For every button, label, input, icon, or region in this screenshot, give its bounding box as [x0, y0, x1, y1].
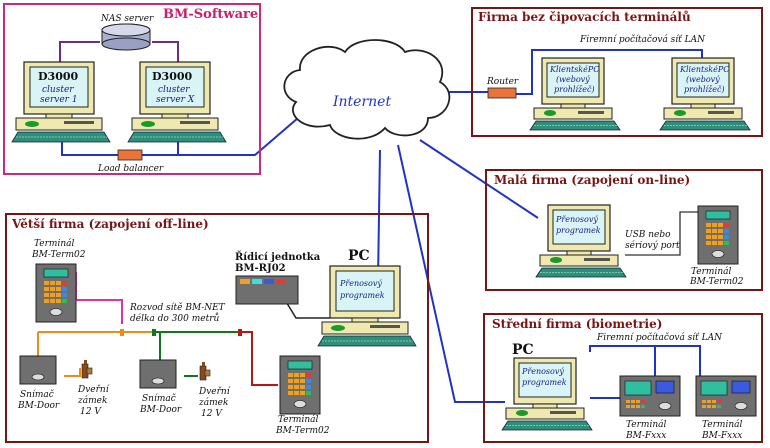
- zamek-1-icon: [81, 359, 93, 379]
- snimac1-line2: BM-Door: [17, 401, 60, 411]
- client1-line3: prohlížeč): [554, 85, 595, 94]
- mala-pc-line2: programek: [556, 226, 601, 235]
- stredni-pc-label: PC: [512, 342, 534, 358]
- rozvod-line2: délka do 300 metrů: [130, 312, 220, 324]
- nas-server-icon: [101, 23, 151, 51]
- stredni-terminal2-line1: Terminál: [702, 419, 743, 430]
- stredni-pc-line1: Přenosový: [521, 367, 564, 376]
- internet-label: Internet: [332, 94, 391, 110]
- usb-label-line1: USB nebo: [625, 230, 671, 240]
- snimac2-line2: BM-Door: [139, 405, 182, 415]
- router-label: Router: [486, 77, 519, 87]
- vetsi-terminal-top-line2: BM-Term02: [31, 250, 86, 260]
- vetsi-terminal-top-icon: [35, 263, 77, 323]
- ridici-jednotka-icon: [235, 275, 299, 305]
- client2-line1: KlientskéPC: [679, 65, 729, 74]
- zamek1-line3: 12 V: [80, 407, 102, 417]
- vetsi-terminal-bottom-line1: Terminál: [278, 414, 319, 425]
- vetsi-terminal-bottom-icon: [279, 355, 321, 415]
- mala-firma-title: Malá firma (zapojení on-line): [494, 173, 690, 187]
- firma-bez-lan-label: Firemní počítačová síť LAN: [579, 34, 706, 45]
- firma-bez-box: [471, 7, 763, 137]
- stredni-terminal1-line2: BM-Fxxx: [625, 431, 666, 441]
- usb-label-line2: sériový port: [625, 240, 680, 251]
- stredni-pc-line2: programek: [522, 378, 567, 387]
- internet-cloud-icon: [283, 39, 451, 140]
- server1-name: D3000: [38, 70, 79, 83]
- mala-terminal-line1: Terminál: [691, 266, 732, 277]
- load-balancer-label: Load balancer: [97, 164, 164, 174]
- serverx-line1: cluster: [158, 85, 190, 95]
- vetsi-firma-pc-icon: [317, 265, 417, 347]
- bm-software-box: [3, 3, 261, 175]
- snimac-2-icon: [139, 359, 177, 389]
- client1-line2: (webový: [556, 75, 590, 84]
- mala-firma-box: [485, 169, 763, 291]
- stredni-firma-title: Střední firma (biometrie): [492, 317, 662, 331]
- stredni-terminal-1-icon: [619, 375, 681, 417]
- stredni-terminal2-line2: BM-Fxxx: [701, 431, 742, 441]
- zamek2-line3: 12 V: [201, 409, 223, 419]
- snimac-1-icon: [19, 355, 57, 385]
- vetsi-firma-box: [5, 213, 429, 443]
- vetsi-terminal-top-line1: Terminál: [34, 238, 75, 249]
- zamek-2-icon: [199, 361, 211, 381]
- client2-line2: (webový: [686, 75, 720, 84]
- stredni-terminal1-line1: Terminál: [626, 419, 667, 430]
- rozvod-line1: Rozvod sítě BM-NET: [129, 302, 226, 313]
- zamek1-line1: Dveřní: [77, 384, 110, 395]
- firma-bez-title: Firma bez čipovacích terminálů: [478, 10, 691, 24]
- zamek2-line2: zámek: [198, 397, 228, 408]
- vetsi-firma-title: Větší firma (zapojení off-line): [11, 217, 209, 231]
- stredni-lan-label: Firemní počítačová síť LAN: [596, 332, 723, 343]
- client2-line3: prohlížeč): [684, 85, 725, 94]
- bm-software-title: BM-Software: [163, 7, 258, 22]
- ridici-line1: Řídicí jednotka: [235, 251, 321, 263]
- router-icon: [487, 87, 517, 99]
- vetsi-terminal-bottom-line2: BM-Term02: [275, 426, 330, 436]
- server1-line2: server 1: [40, 95, 78, 105]
- mala-pc-line1: Přenosový: [555, 215, 598, 224]
- nas-server-label: NAS server: [100, 14, 154, 24]
- server1-line1: cluster: [42, 85, 74, 95]
- snimac2-line1: Snímač: [142, 393, 177, 404]
- mala-firma-terminal-icon: [697, 205, 739, 265]
- serverx-line2: server X: [156, 95, 195, 105]
- load-balancer-icon: [117, 149, 143, 161]
- vetsi-pc-line2: programek: [340, 291, 385, 300]
- stredni-terminal-2-icon: [695, 375, 757, 417]
- vetsi-pc-label: PC: [348, 248, 370, 264]
- client1-line1: KlientskéPC: [549, 65, 599, 74]
- vetsi-pc-line1: Přenosový: [339, 279, 382, 288]
- stredni-firma-box: [483, 313, 763, 443]
- snimac1-line1: Snímač: [20, 389, 55, 400]
- zamek1-line2: zámek: [77, 395, 107, 406]
- ridici-line2: BM-RJ02: [235, 263, 286, 274]
- zamek2-line1: Dveřní: [198, 386, 231, 397]
- serverx-name: D3000: [152, 70, 193, 83]
- mala-terminal-line2: BM-Term02: [689, 277, 744, 287]
